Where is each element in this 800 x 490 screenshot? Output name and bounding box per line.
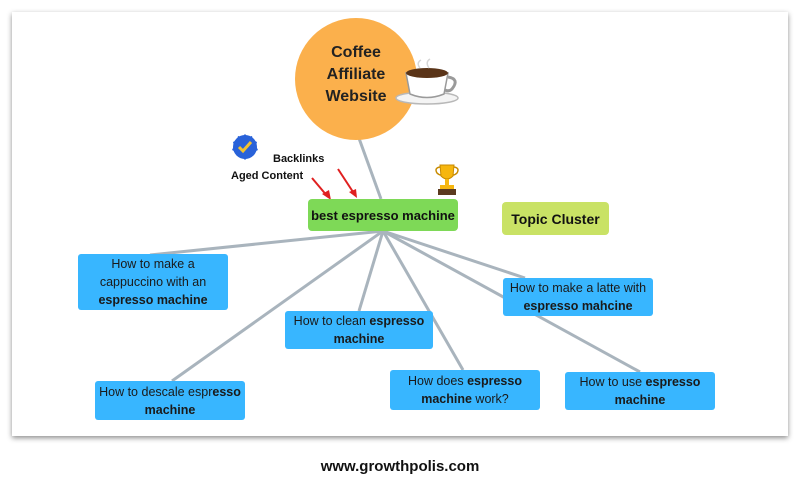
topic-cluster-tag: Topic Cluster [502, 202, 609, 235]
node-text: How to make a latte with [509, 281, 647, 295]
hub-circle [295, 18, 417, 140]
cluster-node-cappuccino: How to make a cappuccino with an espress… [78, 254, 228, 310]
connector-node-2 [357, 230, 385, 312]
hub-title: Coffee Affiliate Website [325, 44, 387, 105]
node-keyword: espresso machine [333, 314, 425, 346]
connector-node-4 [171, 229, 384, 383]
node-text-suffix: work? [471, 392, 509, 406]
node-keyword: espresso machine [421, 374, 522, 406]
label-backlinks: Backlinks [273, 153, 325, 165]
node-keyword: esso machine [144, 384, 241, 417]
node-keyword: espresso machine [614, 375, 701, 407]
footer-url: www.growthpolis.com [320, 458, 480, 475]
node-text: How does [408, 374, 464, 388]
node-keyword: espresso machine [98, 293, 208, 307]
cluster-node-latte: How to make a latte with espresso mahcin… [503, 278, 653, 316]
connector-node-3 [382, 229, 526, 280]
node-text: How to clean [293, 314, 366, 328]
connector-hub-pillar [354, 129, 383, 200]
label-aged-content: Aged Content [231, 170, 304, 182]
connector-node-5 [381, 230, 465, 371]
arrow-aged-content-head [322, 190, 331, 200]
node-text: How to use [579, 375, 643, 389]
cluster-node-descale: How to descale espresso machine [95, 381, 245, 420]
pillar-page-node: best espresso machine [308, 199, 458, 231]
trophy-icon [435, 164, 459, 195]
cluster-node-clean: How to clean espresso machine [285, 311, 433, 349]
node-text: How to descale espr [99, 384, 213, 399]
cluster-node-how-it-works: How does espresso machine work? [390, 370, 540, 410]
connector-node-1 [149, 229, 384, 257]
coffee-cup-icon [395, 58, 459, 105]
arrow-backlinks-head [349, 189, 357, 198]
cluster-node-use: How to use espresso machine [565, 372, 715, 410]
node-keyword: espresso mahcine [523, 299, 633, 313]
verified-badge-icon [232, 134, 258, 160]
node-text: How to make a cappuccino with an [99, 257, 207, 289]
